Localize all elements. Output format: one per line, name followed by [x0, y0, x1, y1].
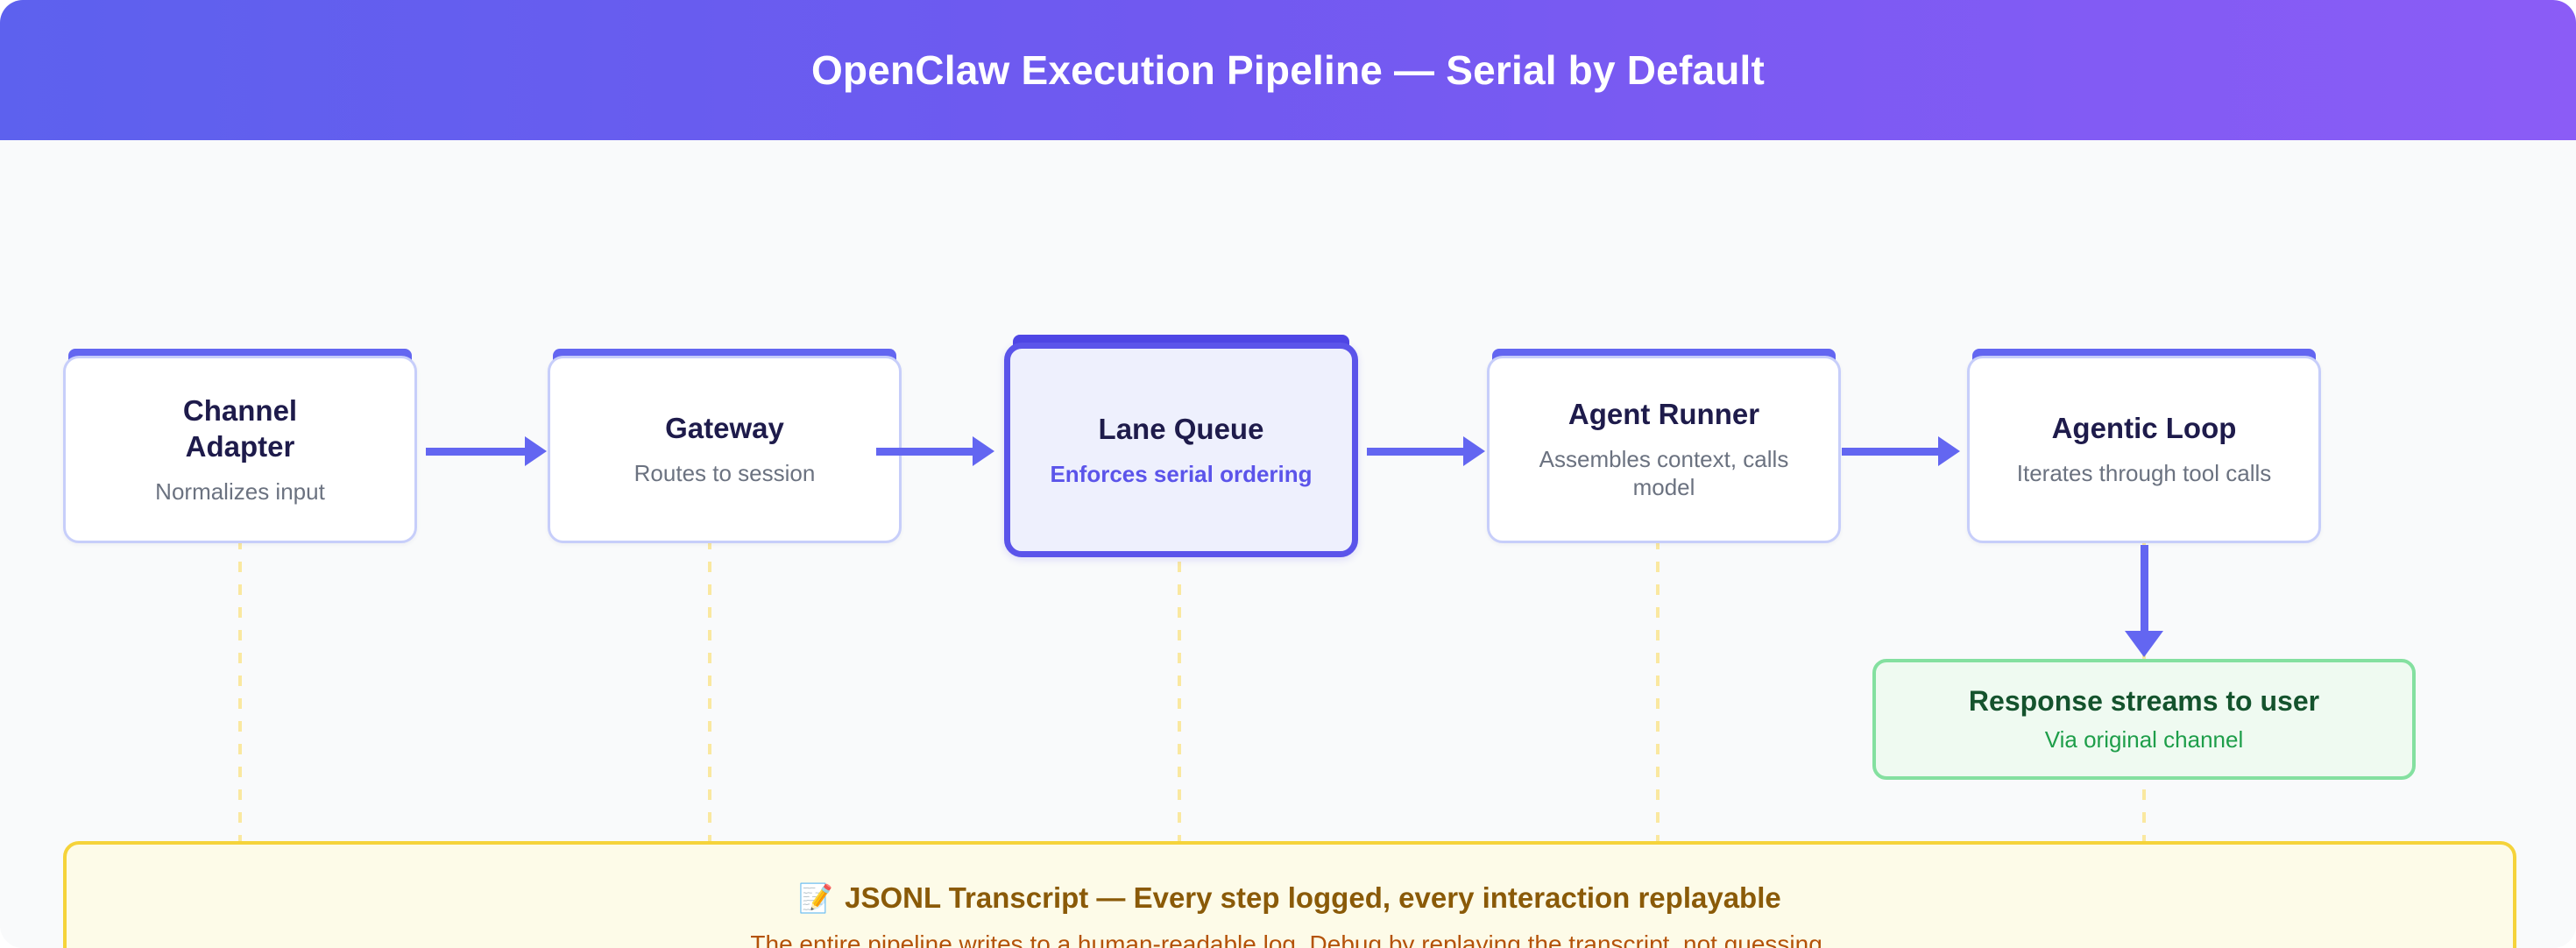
- pipeline-node-lane-queue[interactable]: Lane Queue Enforces serial ordering: [1004, 335, 1358, 557]
- transcript-connector-lane-queue: [1178, 539, 1181, 841]
- response-title: Response streams to user: [1968, 685, 2320, 717]
- transcript-subtitle: The entire pipeline writes to a human-re…: [750, 930, 1829, 948]
- pipeline-node-agent-runner[interactable]: Agent Runner Assembles context, calls mo…: [1487, 349, 1841, 543]
- arrow-shaft: [426, 447, 525, 456]
- arrow-shaft: [1367, 447, 1463, 456]
- pipeline-node-agentic-loop[interactable]: Agentic Loop Iterates through tool calls: [1967, 349, 2321, 543]
- response-subtitle: Via original channel: [2044, 726, 2244, 753]
- node-subtitle: Assembles context, calls model: [1539, 446, 1789, 501]
- node-subtitle: Routes to session: [633, 460, 816, 487]
- node-card: Lane Queue Enforces serial ordering: [1004, 343, 1358, 557]
- node-title: Lane Queue: [1098, 412, 1264, 445]
- arrow-shaft: [1842, 447, 1938, 456]
- node-title: Agent Runner: [1568, 398, 1760, 431]
- arrow-shaft: [876, 447, 973, 456]
- node-subtitle: Enforces serial ordering: [1050, 460, 1313, 487]
- arrow-shaft: [2140, 545, 2148, 631]
- arrow-gateway-to-lane-queue: [876, 436, 994, 466]
- arrow-agent-runner-to-agentic-loop: [1842, 436, 1960, 466]
- arrow-head: [973, 436, 994, 466]
- node-title: Gateway: [665, 412, 784, 445]
- transcript-connector-agent-runner: [1656, 539, 1660, 841]
- arrow-head: [525, 436, 547, 466]
- node-card: Agentic Loop Iterates through tool calls: [1967, 356, 2321, 543]
- header-banner: OpenClaw Execution Pipeline — Serial by …: [0, 0, 2576, 140]
- memo-icon: 📝: [798, 882, 834, 914]
- node-subtitle: Normalizes input: [155, 478, 325, 505]
- arrow-lane-queue-to-agent-runner: [1367, 436, 1485, 466]
- arrow-agentic-loop-to-response: [2125, 545, 2163, 657]
- node-subtitle: Iterates through tool calls: [2016, 460, 2272, 487]
- node-title: Agentic Loop: [2051, 412, 2237, 445]
- arrow-channel-adapter-to-gateway: [426, 436, 547, 466]
- node-card: Agent Runner Assembles context, calls mo…: [1487, 356, 1841, 543]
- arrow-head: [1938, 436, 1960, 466]
- pipeline-node-gateway[interactable]: Gateway Routes to session: [548, 349, 902, 543]
- node-card: Gateway Routes to session: [548, 356, 902, 543]
- arrow-head: [2125, 631, 2163, 657]
- transcript-connector-gateway: [708, 539, 711, 841]
- arrow-head: [1463, 436, 1485, 466]
- transcript-title-text: JSONL Transcript — Every step logged, ev…: [845, 881, 1781, 914]
- transcript-title-row: 📝 JSONL Transcript — Every step logged, …: [798, 881, 1780, 915]
- page-title: OpenClaw Execution Pipeline — Serial by …: [810, 47, 1766, 93]
- jsonl-transcript-banner: 📝 JSONL Transcript — Every step logged, …: [63, 841, 2516, 948]
- transcript-connector-channel-adapter: [238, 539, 242, 841]
- response-output-box: Response streams to user Via original ch…: [1872, 659, 2416, 780]
